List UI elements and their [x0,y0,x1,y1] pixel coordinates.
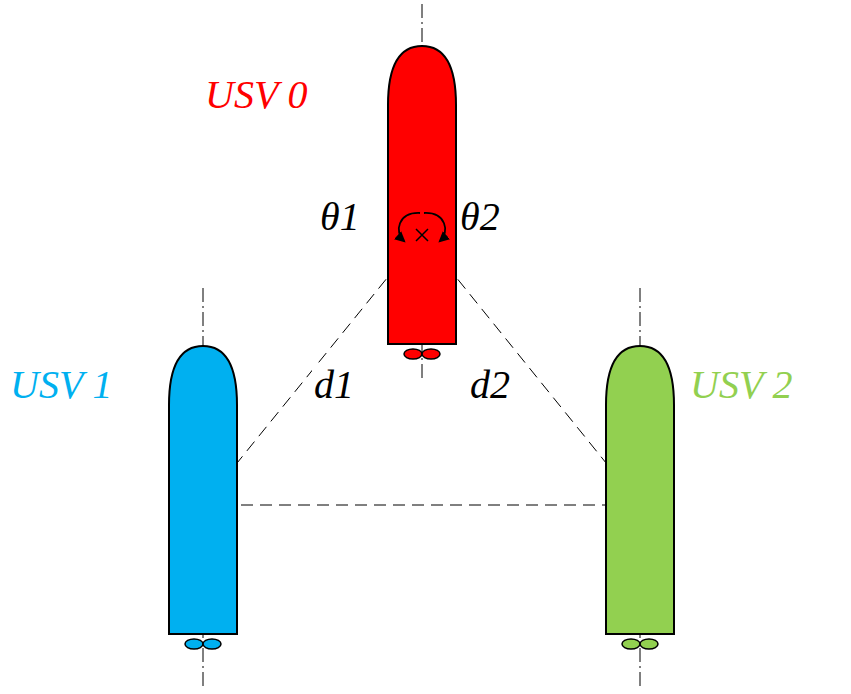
vessel-name: USV 1 [10,365,113,405]
usv-vessel: USV 2 [605,345,675,635]
angle-label: θ1 [318,197,362,237]
hull-shape [168,345,238,635]
hull-shape [387,45,457,345]
vessel-name: USV 2 [690,365,793,405]
hull-shape [605,345,675,635]
distance-label: d1 [312,365,356,405]
angle-label: θ2 [458,197,502,237]
distance-line [203,505,640,506]
usv-vessel: USV 1 [168,345,238,635]
vessel-name: USV 0 [205,75,308,115]
distance-label: d2 [468,365,512,405]
usv-vessel: USV 0 [387,45,457,345]
